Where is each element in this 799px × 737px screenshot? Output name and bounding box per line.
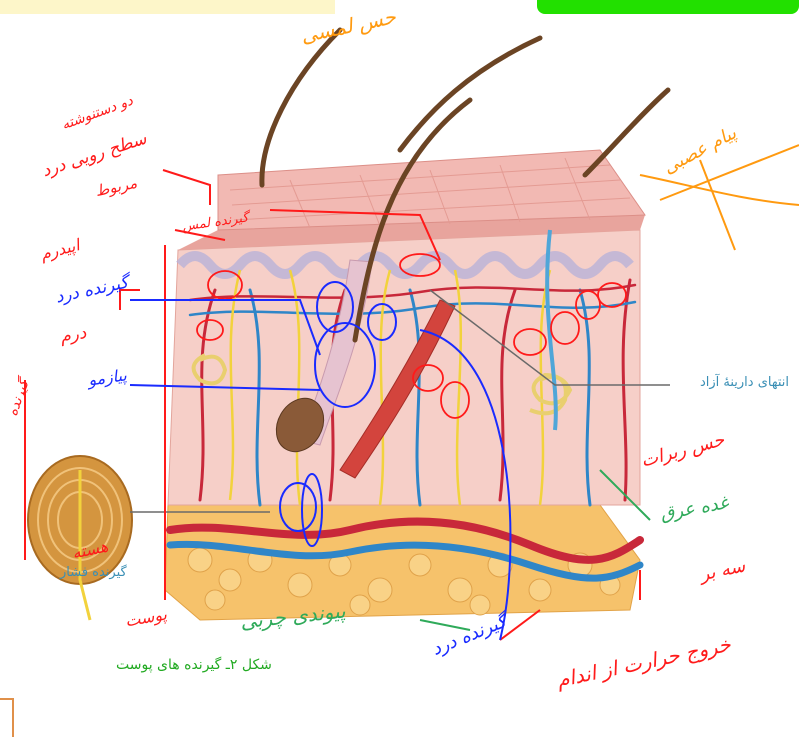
label-pressure-receptor: گیرنده فشار bbox=[60, 565, 127, 580]
pacinian-corpuscle bbox=[28, 456, 132, 620]
label-free-nerve-endings: انتهای دارینهٔ آزاد bbox=[700, 375, 789, 390]
figure-caption: شکل ۲ـ گیرنده های پوست bbox=[116, 657, 272, 673]
orange-corner-bracket bbox=[0, 698, 14, 737]
